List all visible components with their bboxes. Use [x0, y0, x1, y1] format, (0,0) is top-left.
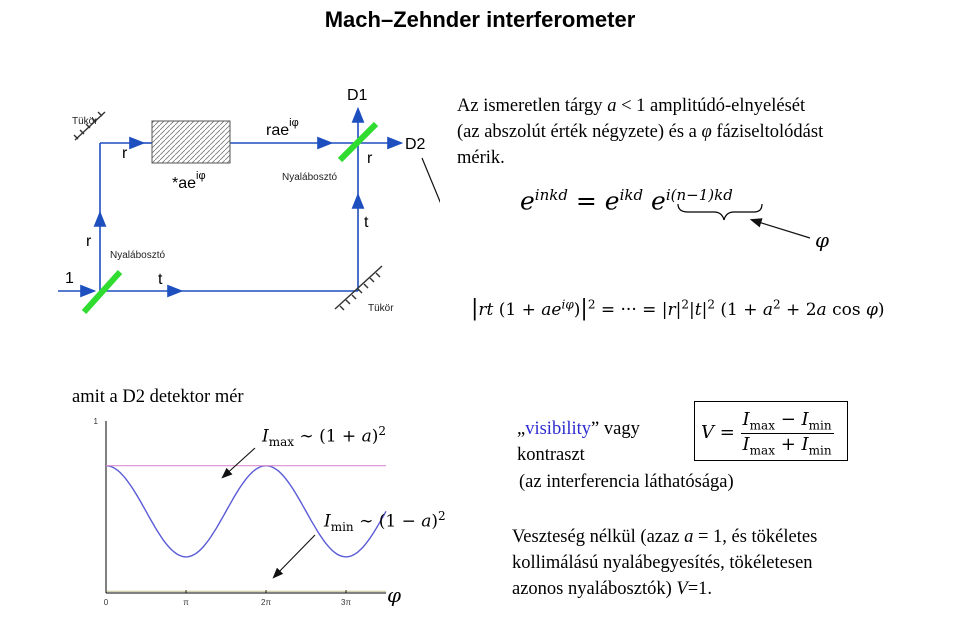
annotation-max: Imax ∼ (1 + a)2: [262, 424, 387, 450]
visibility-formula-box: V = Imax − Imin Imax + Imin: [694, 401, 848, 461]
label-t-right: t: [364, 214, 369, 231]
x-axis-label: φ: [387, 583, 402, 607]
x-tick-label: 0: [104, 598, 109, 607]
label-r-left: r: [86, 233, 92, 250]
label-sample: *ae: [172, 175, 196, 192]
svg-text:raeiφ: raeiφ: [266, 117, 299, 139]
curve-series: [105, 465, 387, 558]
svg-text:*aeiφ: *aeiφ: [172, 170, 206, 192]
lossless-text: Veszteség nélkül (azaz a = 1, és tökélet…: [512, 527, 818, 599]
label-r-top-left: r: [122, 145, 128, 162]
annotation-min-arrow: [272, 534, 316, 579]
label-d1: D1: [347, 87, 368, 104]
label-input: 1: [65, 270, 74, 287]
label-rae: rae: [266, 122, 289, 139]
visibility-subtitle: (az interferencia láthatósága): [519, 472, 734, 492]
phase-equation: einkd = eikd ei(n−1)kd: [520, 186, 733, 216]
annotation-max-arrow: [221, 447, 256, 479]
x-tick-label: π: [183, 598, 189, 607]
label-r-right: r: [367, 150, 373, 167]
beamsplitter-bottom: [81, 269, 123, 315]
sample-box: [151, 120, 231, 164]
interferometer-diagram: Tükör Tükör Nyalábosztó Nyalábosztó 1 t …: [58, 87, 440, 315]
measure-caption: amit a D2 detektor mér: [72, 387, 244, 407]
beamsplitter-label-bottom: Nyalábosztó: [110, 250, 165, 261]
intensity-equation: |rt (1 + aeiφ)|2 = ··· = |r|2|t|2 (1 + a…: [471, 296, 885, 321]
mirror-label-top: Tükör: [72, 116, 98, 127]
phase-brace: [677, 203, 763, 221]
phase-brace-label: φ: [815, 228, 830, 252]
intensity-chart: 0 π 2π 3π 1: [94, 417, 387, 607]
beamsplitter-top: [337, 121, 379, 163]
visibility-word: visibility: [525, 419, 592, 439]
label-sample-exp: iφ: [196, 170, 206, 182]
mirror-label-bottom: Tükör: [368, 303, 394, 314]
visibility-text: „visibility” vagy kontraszt: [517, 419, 640, 465]
mirror-bottom-right: [334, 265, 383, 311]
pointer-arrow: [421, 157, 440, 204]
mirror-top-left: [73, 111, 106, 141]
description-text: Az ismeretlen tárgy a < 1 amplitúdó-elny…: [457, 96, 824, 168]
label-d2: D2: [405, 136, 426, 153]
annotation-min: Imin ∼ (1 − a)2: [324, 509, 446, 535]
label-t-bottom: t: [158, 271, 163, 288]
page-title: Mach–Zehnder interferometer: [324, 7, 636, 32]
brace-arrow: [749, 218, 811, 239]
y-tick-label: 1: [94, 417, 99, 426]
x-tick-label: 3π: [341, 598, 351, 607]
beamsplitter-label-top: Nyalábosztó: [282, 172, 337, 183]
label-rae-exp: iφ: [289, 117, 299, 129]
x-tick-label: 2π: [261, 598, 271, 607]
